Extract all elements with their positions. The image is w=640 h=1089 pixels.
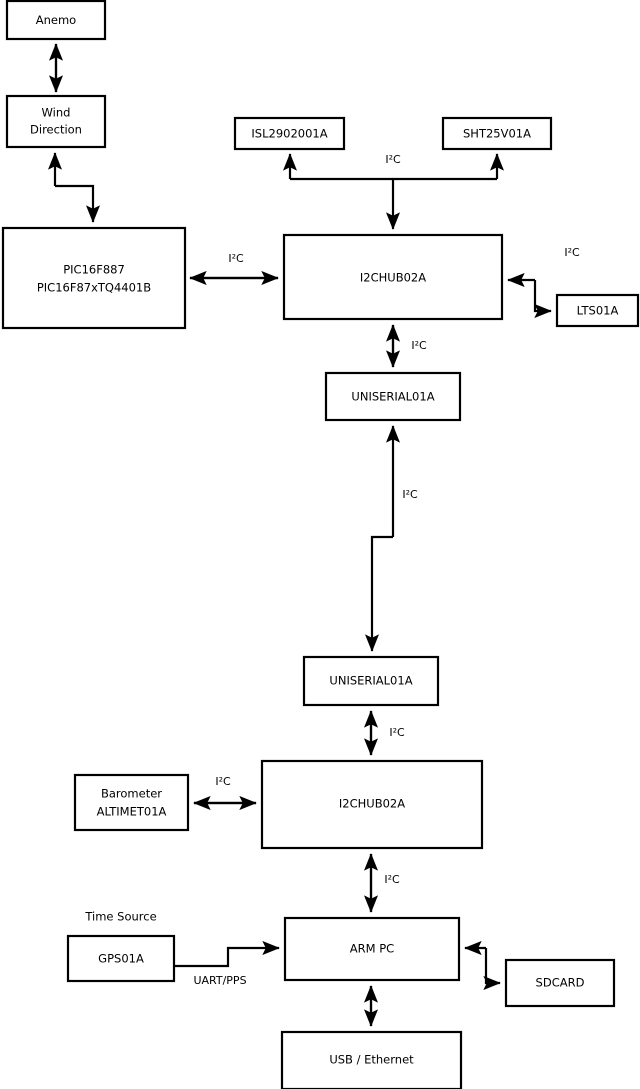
node-gps01a-box[interactable] bbox=[66, 934, 176, 983]
node-wind-direction-label-line2: Direction bbox=[30, 123, 82, 137]
label-time-source: Time Source bbox=[84, 910, 156, 924]
edge-label-i2c-hubbot-arm: I²C bbox=[384, 873, 400, 886]
node-arm-pc[interactable]: ARM PC bbox=[283, 916, 461, 982]
node-sht25v01a[interactable]: SHT25V01A bbox=[441, 116, 553, 151]
node-lts01a-label: LTS01A bbox=[577, 304, 619, 318]
node-lts01a[interactable]: LTS01A bbox=[555, 293, 640, 328]
node-uniserial01a-bottom[interactable]: UNISERIAL01A bbox=[302, 655, 440, 707]
node-gps01a[interactable]: GPS01A bbox=[66, 934, 176, 983]
edge-label-i2c-lts: I²C bbox=[564, 246, 580, 259]
node-i2chub02a-top[interactable]: I2CHUB02A bbox=[282, 233, 504, 321]
node-isl2902001a[interactable]: ISL2902001A bbox=[233, 116, 346, 151]
node-uniserial01a-top[interactable]: UNISERIAL01A bbox=[324, 371, 462, 422]
connector-wind-pic-down bbox=[55, 184, 101, 223]
edge-label-i2c-hub-uniserial: I²C bbox=[411, 339, 427, 352]
edge-label-i2c-uniserial-uniserial: I²C bbox=[402, 488, 418, 501]
node-wind-direction-box[interactable] bbox=[5, 94, 107, 149]
node-arm-pc-label: ARM PC bbox=[350, 942, 394, 956]
node-lts01a-box[interactable] bbox=[555, 293, 640, 328]
node-anemo-box[interactable] bbox=[5, 0, 107, 41]
node-wind-direction-label-line1: Wind bbox=[42, 106, 71, 120]
node-wind-direction[interactable]: Wind Direction bbox=[5, 94, 107, 149]
node-uniserial01a-bottom-label: UNISERIAL01A bbox=[329, 674, 412, 688]
node-barometer[interactable]: Barometer ALTIMET01A bbox=[73, 773, 190, 832]
node-barometer-label-line1: Barometer bbox=[101, 787, 162, 801]
connector-gps-arm bbox=[174, 940, 280, 968]
node-pic-mcu-label-line2: PIC16F87xTQ4401B bbox=[37, 281, 151, 295]
connectors bbox=[47, 43, 552, 1027]
node-i2chub02a-bottom-box[interactable] bbox=[260, 759, 484, 850]
node-sdcard[interactable]: SDCARD bbox=[504, 958, 616, 1008]
node-uniserial01a-top-box[interactable] bbox=[324, 371, 462, 422]
edge-labels: I²C I²C I²C I²C I²C I²C I²C I²C UART/PPS bbox=[193, 153, 580, 987]
node-isl2902001a-box[interactable] bbox=[233, 116, 346, 151]
node-i2chub02a-bottom-label: I2CHUB02A bbox=[339, 797, 405, 811]
node-usb-ethernet-box[interactable] bbox=[280, 1030, 463, 1089]
edge-label-uart-pps: UART/PPS bbox=[193, 974, 246, 987]
node-sdcard-label: SDCARD bbox=[536, 976, 585, 990]
node-uniserial01a-top-label: UNISERIAL01A bbox=[351, 390, 434, 404]
node-pic-mcu[interactable]: PIC16F887 PIC16F87xTQ4401B bbox=[1, 226, 187, 330]
node-anemo[interactable]: Anemo bbox=[5, 0, 107, 41]
connector-uniserial-link-down bbox=[364, 535, 393, 652]
edge-label-i2c-barometer: I²C bbox=[215, 775, 231, 788]
edge-label-i2c-sensors: I²C bbox=[385, 153, 401, 166]
node-barometer-box[interactable] bbox=[73, 773, 190, 832]
connector-hub-lts-out bbox=[533, 280, 552, 319]
node-isl2902001a-label: ISL2902001A bbox=[251, 127, 327, 141]
node-barometer-label-line2: ALTIMET01A bbox=[97, 805, 167, 819]
free-labels: Time Source bbox=[84, 910, 156, 924]
node-gps01a-label: GPS01A bbox=[98, 952, 144, 966]
node-uniserial01a-bottom-box[interactable] bbox=[302, 655, 440, 707]
node-usb-ethernet[interactable]: USB / Ethernet bbox=[280, 1030, 463, 1089]
node-i2chub02a-top-box[interactable] bbox=[282, 233, 504, 321]
node-usb-ethernet-label: USB / Ethernet bbox=[329, 1053, 414, 1067]
node-pic-mcu-label-line1: PIC16F887 bbox=[63, 263, 125, 277]
node-anemo-label: Anemo bbox=[36, 13, 76, 27]
node-sht25v01a-label: SHT25V01A bbox=[463, 127, 531, 141]
edge-label-i2c-pic-hub: I²C bbox=[228, 252, 244, 265]
node-pic-mcu-box[interactable] bbox=[1, 226, 187, 330]
node-i2chub02a-top-label: I2CHUB02A bbox=[360, 271, 426, 285]
node-sht25v01a-box[interactable] bbox=[441, 116, 553, 151]
node-i2chub02a-bottom[interactable]: I2CHUB02A bbox=[260, 759, 484, 850]
node-arm-pc-box[interactable] bbox=[283, 916, 461, 982]
edge-label-i2c-uniserial-hubbot: I²C bbox=[389, 726, 405, 739]
connector-arm-sdcard-out bbox=[483, 948, 501, 991]
node-sdcard-box[interactable] bbox=[504, 958, 616, 1008]
